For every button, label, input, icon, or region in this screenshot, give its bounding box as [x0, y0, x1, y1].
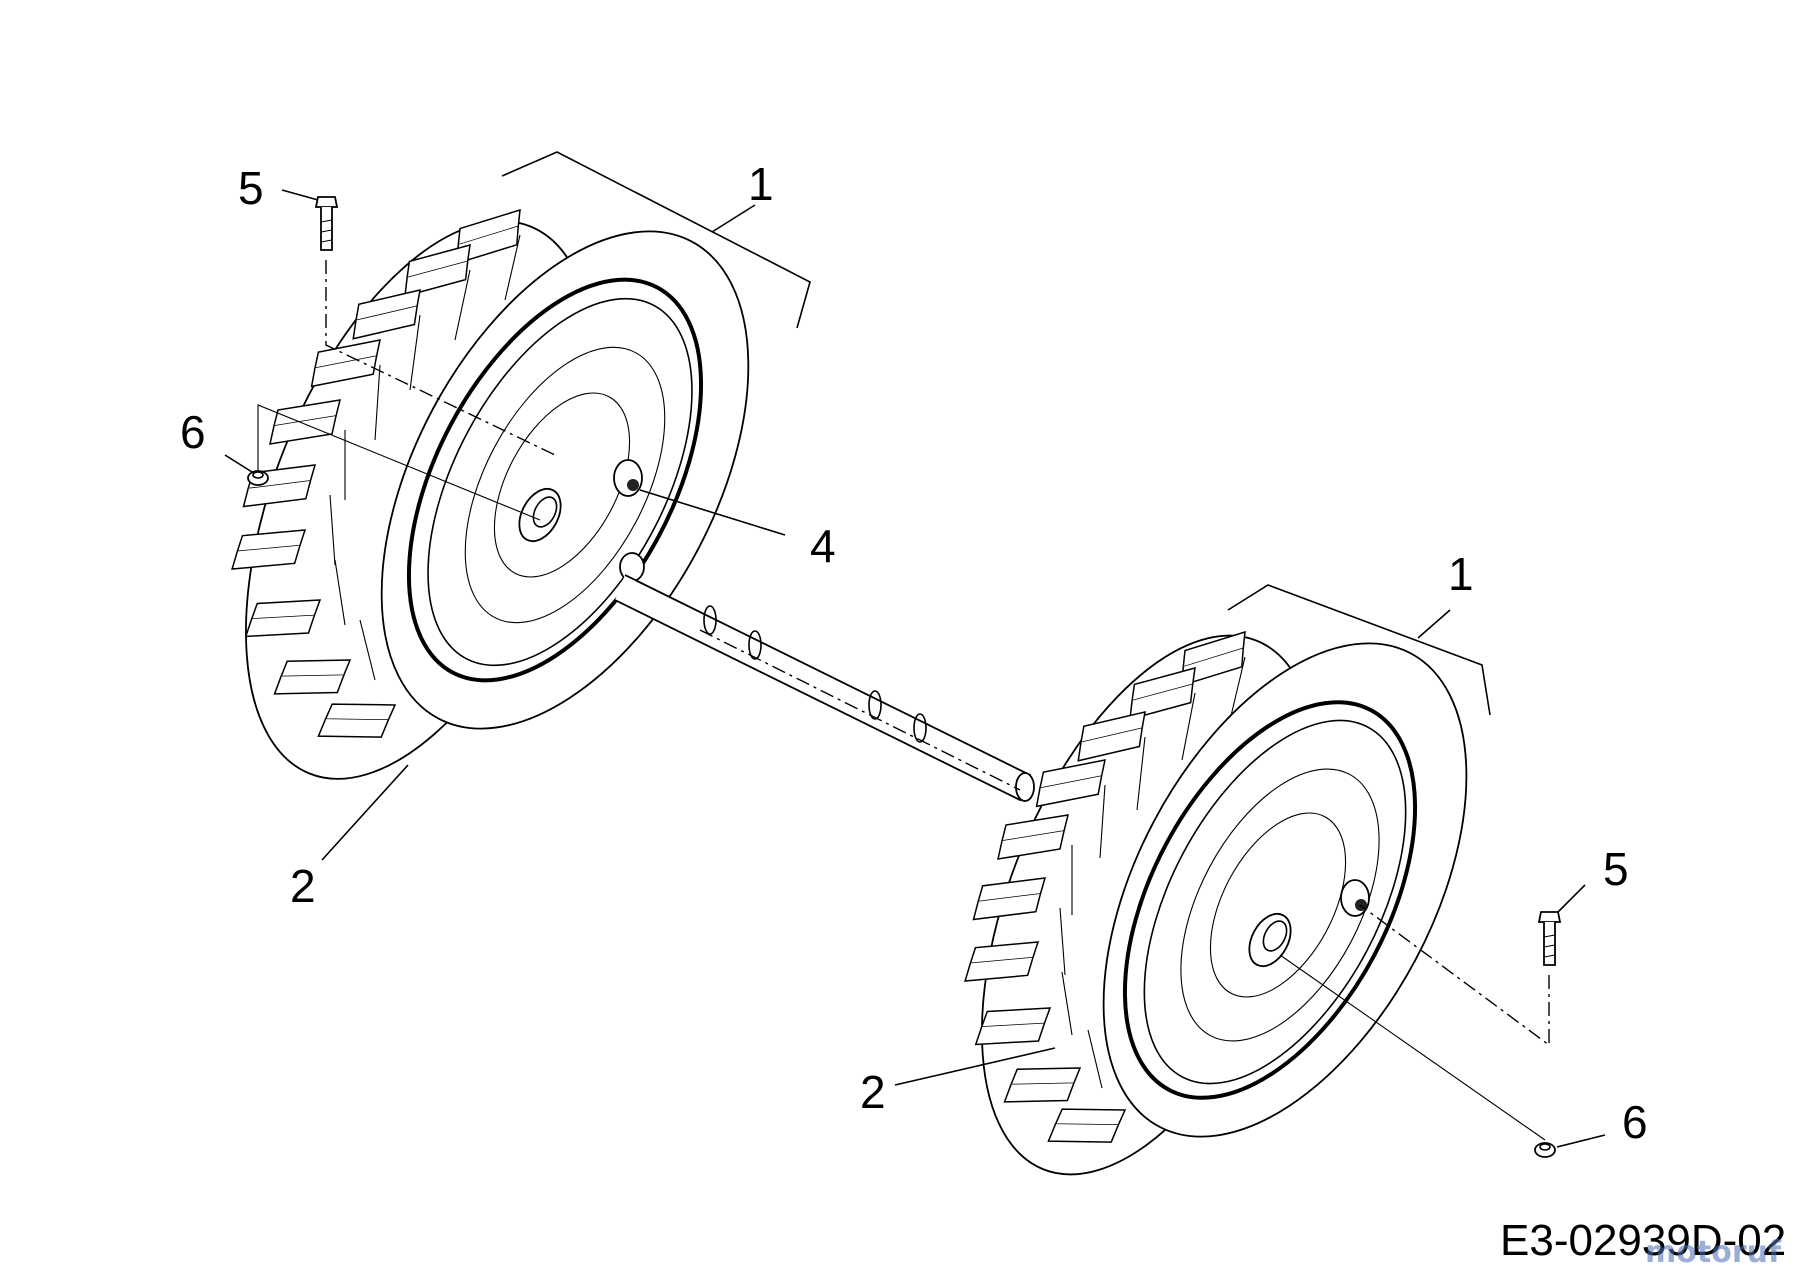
callout-6-right-nut: 6: [1622, 1096, 1648, 1148]
callout-4-axle: 4: [810, 520, 836, 572]
right-nut: [1534, 1142, 1556, 1158]
left-nut-leader: [257, 404, 541, 521]
callout-2-left-tire: 2: [290, 860, 316, 912]
left-nut: [247, 470, 269, 486]
right-nut-leader: [1279, 954, 1546, 1141]
leader-lines: [224, 151, 1606, 1148]
watermark-logo: motoruf: [1645, 1235, 1782, 1270]
callout-6-left-nut: 6: [180, 406, 206, 458]
callout-5-left-bolt: 5: [238, 162, 264, 214]
callout-1-right-wheel: 1: [1448, 548, 1474, 600]
axle-shaft: [614, 574, 1035, 802]
callout-2-right-tire: 2: [860, 1066, 886, 1118]
right-wheel-assembly: [964, 631, 1468, 1176]
diagram-code: E3-02939D-02: [1500, 1216, 1786, 1265]
left-bolt: [314, 196, 556, 456]
callout-1-left-wheel: 1: [748, 158, 774, 210]
callout-5-right-bolt: 5: [1603, 843, 1629, 895]
right-rim: [1102, 642, 1468, 1138]
right-bolt: [1359, 904, 1562, 1047]
left-wheel-assembly: [231, 209, 750, 780]
